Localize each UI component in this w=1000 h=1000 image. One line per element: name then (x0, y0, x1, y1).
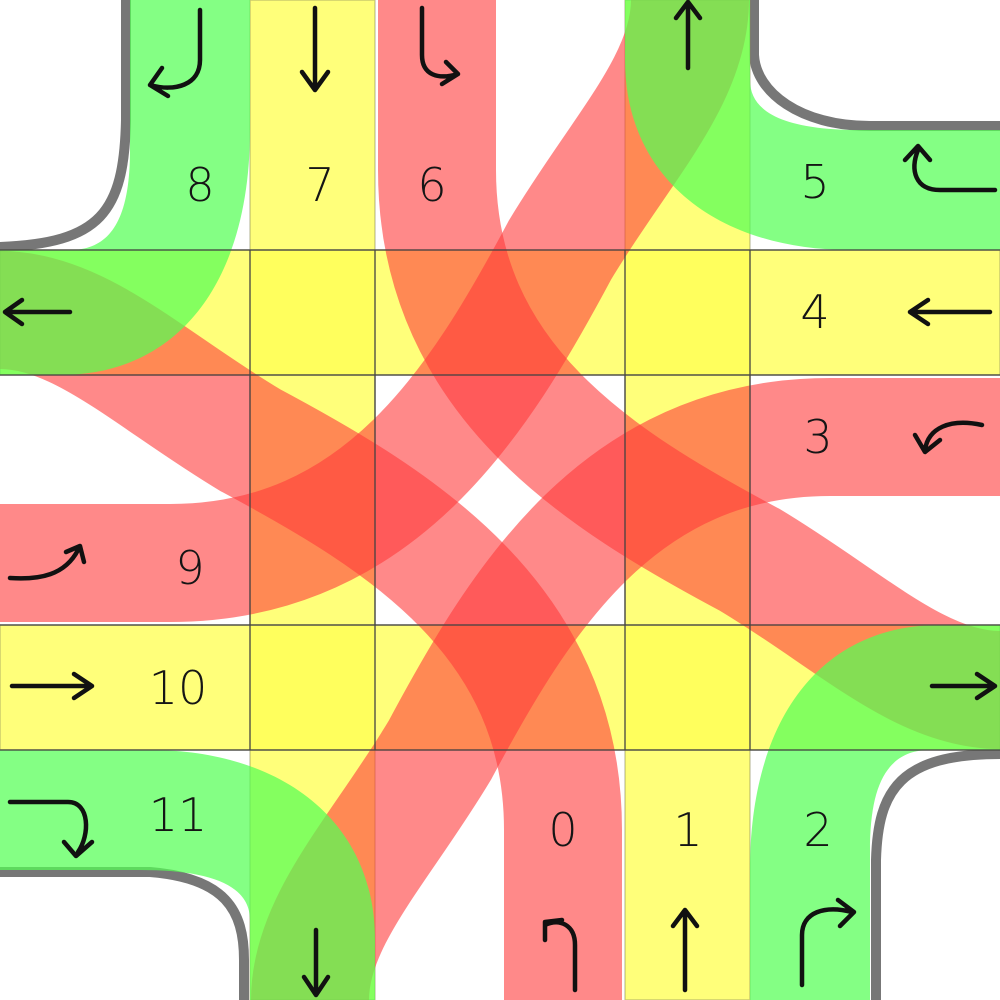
lane-label-6: 6 (417, 158, 446, 212)
lane-label-9: 9 (175, 541, 204, 595)
curb-northwest (0, 0, 131, 252)
lane-label-0: 0 (548, 803, 577, 857)
lane-2-path (750, 625, 1000, 1000)
lane-label-11: 11 (149, 788, 208, 842)
lane-label-1: 1 (673, 803, 702, 857)
down-arrow-icon (299, 5, 331, 93)
down-arrow-icon (301, 927, 331, 998)
lane-label-8: 8 (185, 158, 214, 212)
curb-southeast (871, 749, 1000, 1000)
lane-label-3: 3 (803, 410, 832, 464)
turn-left-arrow-icon (7, 543, 87, 581)
lane-5-path (625, 0, 1000, 250)
curb-southwest (0, 867, 249, 1000)
up-arrow-icon (673, 0, 703, 71)
right-arrow-icon (929, 671, 998, 701)
turn-right-arrow-icon (7, 799, 95, 859)
turn-left-arrow-icon (912, 420, 985, 455)
lane-labels: 0 1 2 3 4 5 6 7 8 9 10 11 (149, 155, 833, 857)
lane-label-2: 2 (803, 803, 832, 857)
lane-label-4: 4 (800, 285, 829, 339)
left-arrow-icon (2, 297, 73, 327)
lane-11-path (0, 750, 375, 1000)
turn-right-arrow-icon (147, 7, 203, 99)
lane-label-7: 7 (305, 158, 334, 212)
up-arrow-icon (670, 907, 700, 993)
turn-right-arrow-icon (902, 143, 998, 193)
turn-left-arrow-icon (542, 917, 578, 993)
lane-grid (0, 249, 1000, 751)
turn-right-arrow-icon (799, 897, 857, 988)
curb-northeast (749, 0, 1000, 131)
right-arrow-icon (9, 671, 95, 701)
left-arrow-icon (907, 297, 993, 327)
turn-left-arrow-icon (419, 5, 461, 87)
lane-label-5: 5 (800, 155, 829, 209)
lane-label-10: 10 (149, 661, 208, 715)
lane-8-path (0, 0, 250, 375)
